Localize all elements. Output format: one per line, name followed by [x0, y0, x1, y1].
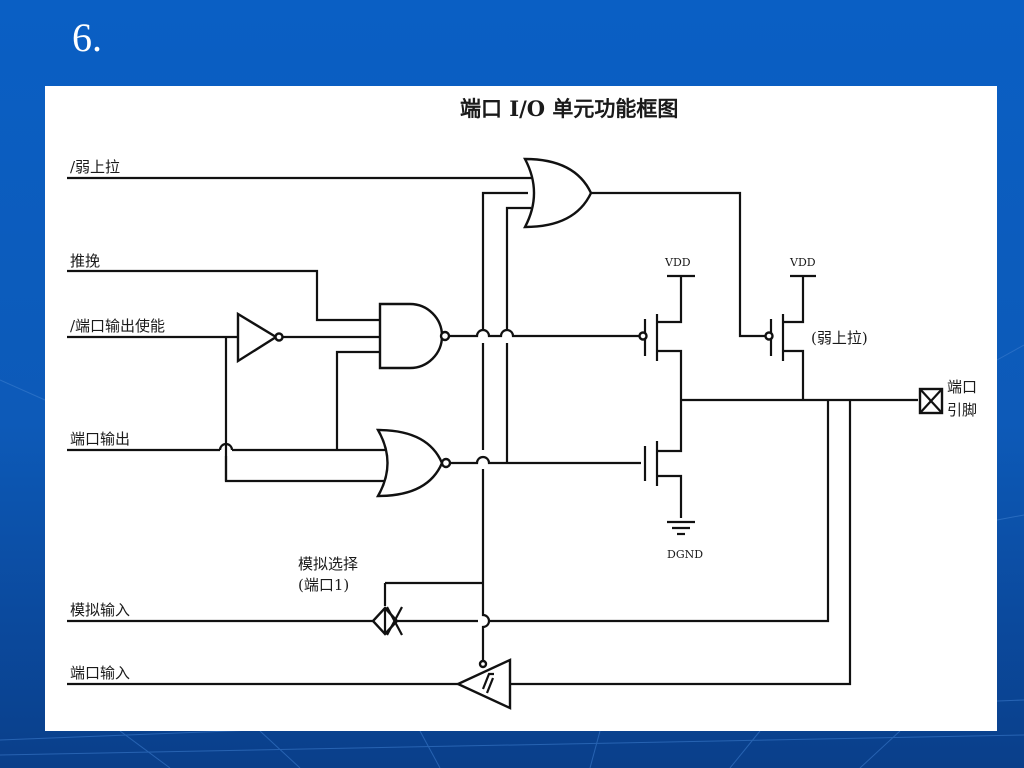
weak-pullup-fet	[764, 274, 816, 400]
label-analog-input: 模拟输入	[70, 601, 130, 619]
and-gate	[378, 302, 451, 370]
label-dgnd: DGND	[667, 548, 703, 561]
label-weak-pullup: /弱上拉	[70, 158, 120, 176]
schmitt-buffer	[455, 658, 512, 710]
diagram-title: 端口 I/O 单元功能框图	[460, 96, 678, 121]
io-block-diagram: 端口 I/O 单元功能框图 /弱上拉 推挽 /端口输出使能 端口输出 模拟输入 …	[67, 96, 977, 710]
label-port-pin-line2: 引脚	[947, 401, 977, 419]
label-port-output: 端口输出	[70, 430, 130, 448]
label-vdd-left: VDD	[664, 256, 691, 269]
label-analog-select: 模拟选择	[298, 555, 358, 573]
nor-gate	[375, 428, 452, 498]
port-pin-icon	[918, 387, 944, 415]
slide-number: 6.	[72, 15, 102, 60]
inverter-gate	[236, 311, 284, 364]
feedback-wire-and	[481, 191, 528, 331]
wire-and-to-pmos	[449, 328, 641, 338]
label-push-pull: 推挽	[70, 252, 100, 270]
input-wire-push-pull	[67, 269, 380, 322]
wire-or-to-weak-fet	[591, 191, 767, 338]
input-wire-analog	[67, 400, 830, 623]
label-vdd-right: VDD	[789, 256, 816, 269]
input-wire-port-output	[67, 350, 388, 483]
diagram-panel: 端口 I/O 单元功能框图 /弱上拉 推挽 /端口输出使能 端口输出 模拟输入 …	[45, 86, 997, 731]
label-port-input: 端口输入	[70, 664, 130, 682]
wire-analog-select-bus	[481, 469, 491, 661]
label-analog-select-port: (端口1)	[298, 576, 349, 594]
label-port-pin-line1: 端口	[947, 378, 977, 396]
input-wire-output-enable	[67, 335, 380, 481]
label-weak-pullup-note: (弱上拉)	[811, 329, 868, 347]
or-gate	[523, 157, 593, 229]
nmos-transistor	[643, 397, 683, 518]
transmission-gate	[371, 606, 403, 636]
ground-symbol	[667, 520, 695, 536]
label-output-enable: /端口输出使能	[70, 317, 165, 335]
pmos-transistor	[638, 274, 695, 397]
feedback-wire-nor	[505, 206, 531, 331]
wire-nor-to-nmos	[450, 455, 641, 465]
input-wire-port-input	[67, 400, 852, 686]
